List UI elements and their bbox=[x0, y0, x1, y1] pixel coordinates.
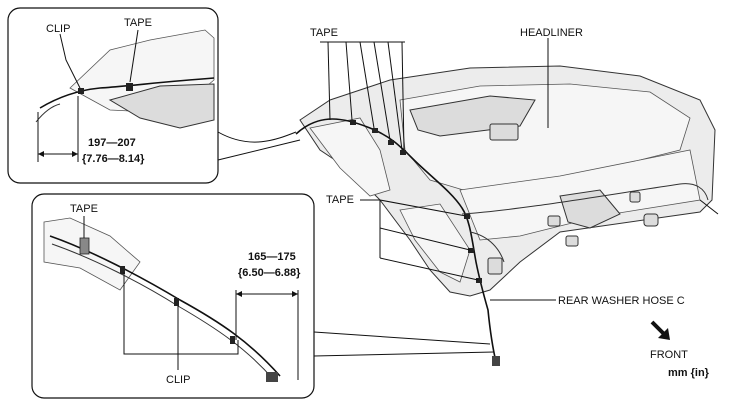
inset-top: CLIP TAPE 197—207 {7.76—8.14} bbox=[7, 7, 301, 184]
tape-mid-label: TAPE bbox=[326, 194, 354, 206]
front-label: FRONT bbox=[650, 349, 688, 361]
inset-bottom-clip-label: CLIP bbox=[166, 374, 190, 386]
inset-top-clip-label: CLIP bbox=[46, 23, 70, 35]
headliner-label: HEADLINER bbox=[520, 27, 583, 39]
inset-bottom-dim-in: {6.50—6.88} bbox=[238, 267, 301, 279]
inset-bottom-dim-mm: 165—175 bbox=[248, 251, 296, 263]
inset-top-dim-in: {7.76—8.14} bbox=[82, 153, 145, 165]
arrow-down-right-icon bbox=[650, 320, 670, 340]
inset-top-dim-mm: 197—207 bbox=[88, 137, 136, 149]
inset-bottom: TAPE CLIP 165—175 {6.50—6.88} bbox=[31, 193, 495, 399]
headliner-illustration bbox=[295, 65, 719, 366]
main-labels: TAPE HEADLINER TAPE REAR WASHER HOSE C F… bbox=[310, 27, 710, 379]
inset-top-tape-label: TAPE bbox=[124, 17, 152, 29]
units-label: mm {in} bbox=[668, 367, 710, 379]
inset-bottom-tape-label: TAPE bbox=[70, 203, 98, 215]
rear-washer-hose-label: REAR WASHER HOSE C bbox=[558, 295, 685, 307]
tape-top-label: TAPE bbox=[310, 27, 338, 39]
